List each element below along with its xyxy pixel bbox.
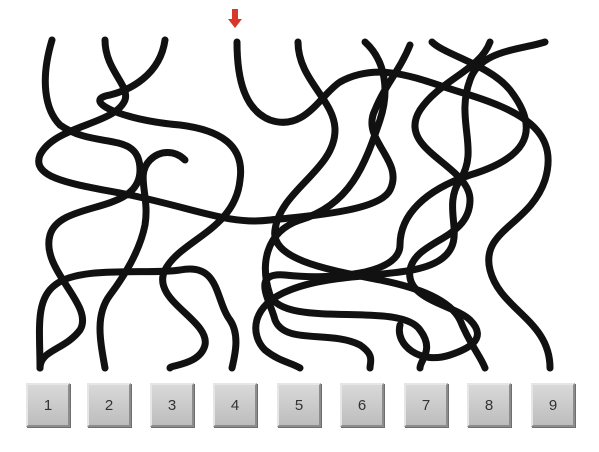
answer-button-9[interactable]: 9 [531, 383, 575, 427]
answer-button-3[interactable]: 3 [150, 383, 194, 427]
tangled-line-3 [96, 36, 245, 372]
answer-button-7[interactable]: 7 [404, 383, 448, 427]
tangled-line-4 [233, 38, 554, 372]
tangled-line-8 [395, 38, 494, 362]
start-arrow-icon [228, 9, 242, 28]
tangled-line-7 [261, 38, 530, 372]
answer-button-row: 1 2 3 4 5 6 7 8 9 [0, 383, 599, 433]
answer-button-4[interactable]: 4 [213, 383, 257, 427]
answer-button-5[interactable]: 5 [277, 383, 321, 427]
tangled-line-5 [271, 38, 489, 372]
answer-button-8[interactable]: 8 [467, 383, 511, 427]
tangled-line-1 [36, 36, 144, 372]
answer-button-6[interactable]: 6 [340, 383, 384, 427]
tangled-line-11 [96, 149, 189, 372]
tangled-line-10 [35, 265, 240, 372]
tangled-line-9 [252, 38, 549, 372]
answer-button-1[interactable]: 1 [26, 383, 70, 427]
tangled-line-6 [261, 38, 431, 372]
answer-button-2[interactable]: 2 [87, 383, 131, 427]
tangled-line-2 [35, 36, 414, 225]
